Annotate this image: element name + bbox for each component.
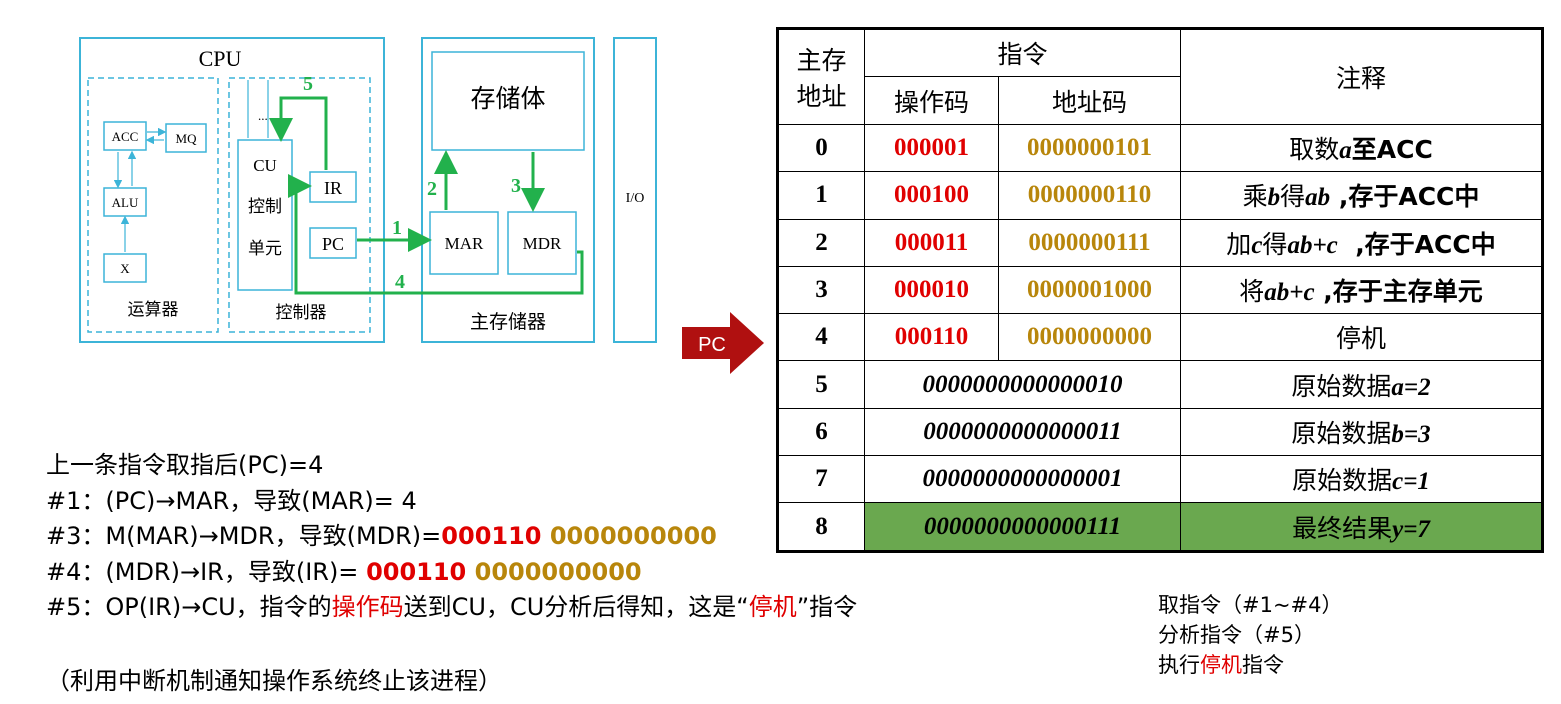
mar-label: MAR bbox=[445, 234, 484, 253]
table-row-final-result: 8 0000000000000111 最终结果y=7 bbox=[777, 502, 1544, 552]
table-row: 7 0000000000000001 原始数据c=1 bbox=[777, 455, 1544, 504]
main-memory-label: 主存储器 bbox=[470, 311, 546, 333]
interrupt-note: （利用中断机制通知操作系统终止该进程） bbox=[46, 667, 502, 695]
computer-structure-diagram: CPU ACC MQ ALU X 运算器 CU 控制 单元 ... IR PC … bbox=[79, 37, 657, 343]
pc-pointer-label: PC bbox=[698, 334, 726, 356]
instruction-phases: 取指令（#1~#4） 分析指令（#5） 执行停机指令 bbox=[1158, 590, 1343, 680]
storage-body-label: 存储体 bbox=[470, 84, 545, 113]
storage-body-box bbox=[431, 51, 585, 151]
mq-box bbox=[165, 123, 207, 153]
main-memory-box bbox=[421, 37, 595, 343]
path-5-arrow bbox=[269, 96, 328, 170]
table-row: 4 000110 0000000000 停机 bbox=[777, 313, 1544, 362]
step-5: #5：OP(IR)→CU，指令的操作码送到CU，CU分析后得知，这是“停机”指令 bbox=[46, 593, 858, 621]
path-4-label: 4 bbox=[395, 271, 405, 293]
table-row: 0 000001 0000000101 取数a至ACC bbox=[777, 123, 1544, 173]
pc-box bbox=[309, 227, 357, 259]
pc-pointer-arrow: PC bbox=[682, 312, 764, 374]
mdr-label: MDR bbox=[523, 234, 562, 253]
table-row: 2 000011 0000000111 加c得ab+c ,存于ACC中 bbox=[777, 218, 1544, 267]
path-2-label: 2 bbox=[427, 178, 437, 200]
col-header-addrcode: 地址码 bbox=[997, 76, 1182, 125]
mq-label: MQ bbox=[176, 131, 198, 146]
col-header-note: 注释 bbox=[1180, 28, 1544, 125]
pc-label: PC bbox=[322, 234, 344, 254]
path-1-label: 1 bbox=[392, 217, 402, 239]
acc-label: ACC bbox=[112, 129, 139, 144]
cu-label: CU bbox=[253, 156, 277, 175]
table-row: 3 000010 0000001000 将ab+c ,存于主存单元 bbox=[777, 265, 1544, 315]
cpu-box bbox=[79, 37, 385, 343]
cu-label-line3: 单元 bbox=[248, 239, 282, 259]
step-prev-pc: 上一条指令取指后(PC)=4 bbox=[46, 451, 324, 479]
alu-group-box bbox=[87, 77, 219, 333]
mdr-box bbox=[507, 211, 577, 275]
cpu-label: CPU bbox=[199, 46, 242, 71]
step-4: #4：(MDR)→IR，导致(IR)= 000110 0000000000 bbox=[46, 557, 642, 586]
controller-group-label: 控制器 bbox=[276, 303, 327, 323]
step-1: #1：(PC)→MAR，导致(MAR)= 4 bbox=[46, 486, 417, 515]
table-row: 1 000100 0000000110 乘b得ab ,存于ACC中 bbox=[777, 171, 1544, 220]
cu-label-line2: 控制 bbox=[248, 197, 282, 217]
io-label: I/O bbox=[626, 191, 645, 206]
step-3: #3：M(MAR)→MDR，导致(MDR)=000110 0000000000 bbox=[46, 522, 717, 550]
cu-box bbox=[237, 139, 293, 291]
path-4-arrow bbox=[288, 174, 584, 295]
execution-steps: 上一条指令取指后(PC)=4 #1：(PC)→MAR，导致(MAR)= 4 #3… bbox=[46, 448, 857, 626]
controller-group-box bbox=[228, 77, 371, 333]
x-label: X bbox=[120, 261, 130, 276]
alu-group-label: 运算器 bbox=[128, 300, 179, 320]
io-box bbox=[613, 37, 657, 343]
phase-execute: 执行停机指令 bbox=[1158, 653, 1284, 677]
path-5-label: 5 bbox=[303, 73, 313, 95]
alu-label: ALU bbox=[112, 195, 139, 210]
col-header-address: 主存地址 bbox=[777, 28, 865, 125]
program-memory-table: 主存地址 指令 注释 操作码 地址码 0 000001 0000000101 取… bbox=[776, 27, 1545, 553]
x-box bbox=[103, 253, 147, 283]
path-3-label: 3 bbox=[511, 175, 521, 197]
cu-dots: ... bbox=[258, 108, 268, 123]
ir-label: IR bbox=[324, 178, 342, 198]
col-header-opcode: 操作码 bbox=[864, 76, 999, 125]
phase-decode: 分析指令（#5） bbox=[1158, 623, 1315, 647]
table-row: 6 0000000000000011 原始数据b=3 bbox=[777, 407, 1544, 457]
table-row: 5 0000000000000010 原始数据a=2 bbox=[777, 360, 1544, 409]
phase-fetch: 取指令（#1~#4） bbox=[1158, 593, 1343, 617]
col-header-instruction: 指令 bbox=[863, 28, 1182, 77]
